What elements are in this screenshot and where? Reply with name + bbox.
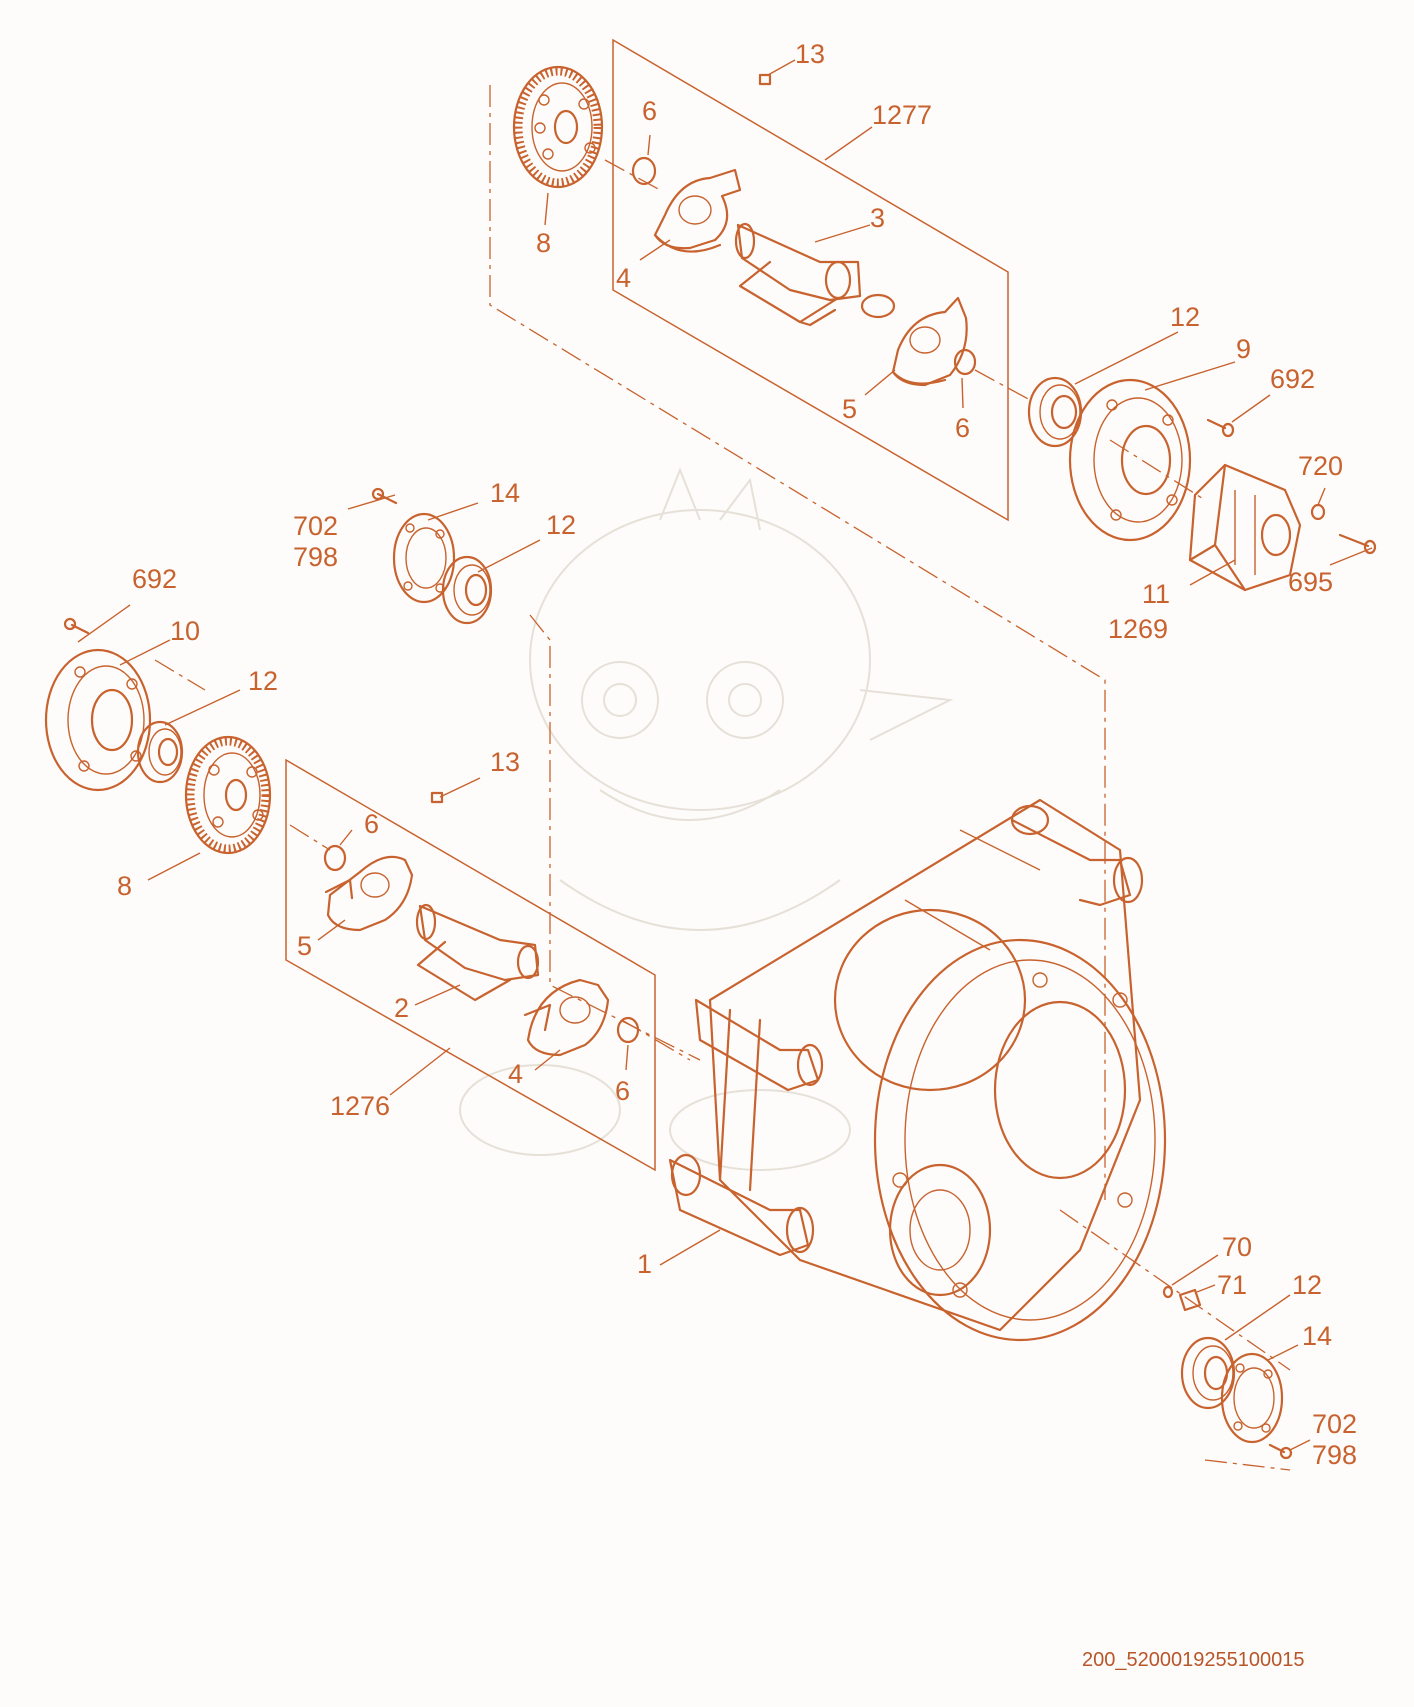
right-upper-parts — [1027, 376, 1377, 592]
callout-6-lower-b: 6 — [615, 1076, 630, 1106]
upper-assembly-parts — [512, 65, 977, 387]
callout-695: 695 — [1288, 567, 1333, 597]
cam-plate-5-upper — [891, 296, 968, 387]
callout-3: 3 — [870, 203, 885, 233]
lower-assembly-parts — [323, 791, 640, 1057]
screw-692-left — [63, 617, 90, 635]
callout-692-left: 692 — [132, 564, 177, 594]
bearing-flange-10 — [44, 648, 152, 792]
callout-5-upper: 5 — [842, 394, 857, 424]
callout-14-upper: 14 — [490, 478, 520, 508]
callout-10: 10 — [170, 616, 200, 646]
cam-plate-4-lower — [523, 978, 610, 1057]
callout-1: 1 — [637, 1249, 652, 1279]
callout-702-lower: 702 — [1312, 1409, 1357, 1439]
callout-2: 2 — [394, 993, 409, 1023]
callout-5-lower: 5 — [297, 931, 312, 961]
leader-lines — [77, 59, 1373, 1451]
callout-8-upper: 8 — [536, 228, 551, 258]
callout-13-lower: 13 — [490, 747, 520, 777]
upper-gear-8 — [512, 65, 604, 189]
callout-1269: 1269 — [1108, 614, 1168, 644]
callout-702-upper: 702 — [293, 511, 338, 541]
bearing-12-left — [136, 720, 184, 784]
callout-12-left: 12 — [248, 666, 278, 696]
callout-12-lower: 12 — [1292, 1270, 1322, 1300]
callout-6-lower-a: 6 — [364, 809, 379, 839]
screw-695 — [1338, 533, 1377, 555]
shaft-2 — [415, 791, 540, 1002]
o-ring-6-upper-left — [631, 156, 657, 186]
callout-12-upper: 12 — [1170, 302, 1200, 332]
callout-6-upper-b: 6 — [955, 413, 970, 443]
cover-plate-14-lower — [1220, 1352, 1284, 1444]
callout-720: 720 — [1298, 451, 1343, 481]
callout-12-middle: 12 — [546, 510, 576, 540]
callout-4-lower: 4 — [508, 1059, 523, 1089]
left-middle-parts — [44, 487, 493, 855]
o-ring-6-lower-right — [616, 1016, 640, 1044]
callout-70: 70 — [1222, 1232, 1252, 1262]
callout-71: 71 — [1217, 1270, 1247, 1300]
bearing-flange-9 — [1068, 378, 1192, 542]
main-housing-1 — [668, 798, 1167, 1342]
callout-692-upper: 692 — [1270, 364, 1315, 394]
shaft-3 — [734, 73, 862, 327]
coupling-sleeve — [860, 293, 896, 319]
callout-11: 11 — [1142, 579, 1170, 609]
dragon-watermark — [459, 467, 954, 1171]
callout-1276: 1276 — [330, 1091, 390, 1121]
cover-plate-14-upper — [392, 512, 456, 604]
washer-720 — [1310, 503, 1326, 521]
callout-labels: 13 1277 6 8 3 4 5 6 12 9 692 720 695 11 … — [117, 39, 1357, 1470]
screw-692-upper — [1206, 418, 1235, 438]
assembly-frame-1277 — [612, 38, 1009, 522]
lower-gear-8 — [184, 735, 272, 855]
callout-798-lower: 798 — [1312, 1440, 1357, 1470]
plug-71 — [1178, 1288, 1202, 1312]
cam-plate-4-upper — [653, 168, 742, 253]
o-ring-70 — [1162, 1285, 1174, 1299]
callout-798-upper: 798 — [293, 542, 338, 572]
callout-4-upper: 4 — [616, 263, 631, 293]
centerlines — [154, 85, 1291, 1471]
callout-6-upper-a: 6 — [642, 96, 657, 126]
assembly-frame-1276 — [285, 758, 656, 1172]
callout-14-lower: 14 — [1302, 1321, 1332, 1351]
callout-8-lower: 8 — [117, 871, 132, 901]
screw-702-upper — [371, 487, 398, 505]
pump-11 — [1188, 463, 1302, 592]
callout-1277: 1277 — [872, 100, 932, 130]
callout-9: 9 — [1236, 334, 1251, 364]
callout-13-upper: 13 — [795, 39, 825, 69]
lower-right-parts — [1162, 1285, 1293, 1460]
o-ring-6-lower-left — [323, 844, 347, 872]
sheet-identifier: 200_5200019255100015 — [1082, 1649, 1304, 1671]
bearing-12-middle — [441, 555, 493, 625]
screw-702-lower — [1268, 1443, 1293, 1460]
o-ring-6-upper-right — [953, 348, 977, 376]
